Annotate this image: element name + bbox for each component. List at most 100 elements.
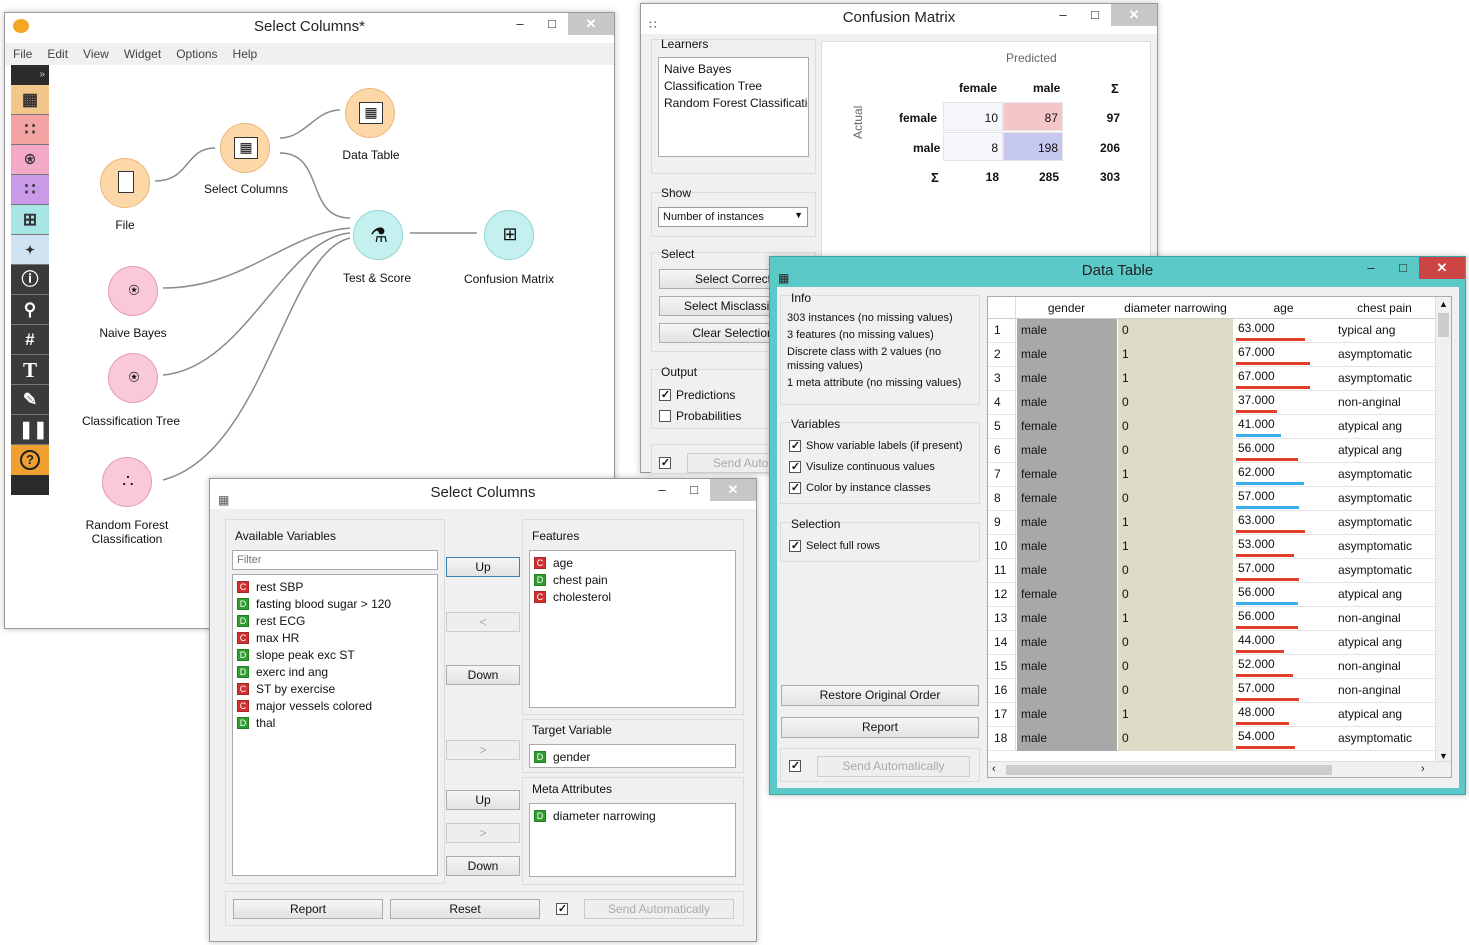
toolbar-model[interactable]: ⍟: [11, 145, 49, 175]
toolbar-expand-icon[interactable]: »: [39, 69, 45, 80]
maximize-icon[interactable]: □: [1091, 7, 1099, 22]
toolbar-unsupervised[interactable]: ⊞: [11, 205, 49, 235]
meta-up-button[interactable]: Up: [446, 790, 520, 810]
menu-help[interactable]: Help: [232, 47, 258, 61]
meta-down-button[interactable]: Down: [446, 856, 520, 876]
minimize-icon[interactable]: –: [658, 482, 666, 497]
scroll-left-icon[interactable]: ‹: [992, 763, 996, 775]
minimize-icon[interactable]: –: [1059, 7, 1067, 22]
maximize-icon[interactable]: □: [1399, 260, 1407, 275]
auto-send-checkbox[interactable]: [556, 903, 568, 915]
auto-send-checkbox[interactable]: [789, 760, 801, 772]
menu-file[interactable]: File: [13, 47, 33, 61]
toolbar-hash[interactable]: #: [11, 325, 49, 355]
data-table-node[interactable]: ▦: [345, 88, 395, 138]
random-forest-node[interactable]: ∴: [102, 457, 152, 507]
features-down-button[interactable]: Down: [446, 665, 520, 685]
close-icon[interactable]: ✕: [710, 479, 756, 501]
learner-item[interactable]: Classification Tree: [664, 79, 763, 93]
column-header-gender[interactable]: gender: [1047, 301, 1086, 315]
report-button[interactable]: Report: [781, 717, 979, 738]
toolbar-visualize[interactable]: ∷: [11, 115, 49, 145]
show-labels-checkbox[interactable]: Show variable labels (if present): [789, 437, 963, 454]
file-node[interactable]: [100, 158, 150, 208]
cell-female-female[interactable]: 10: [943, 102, 1003, 131]
auto-send-checkbox[interactable]: [659, 457, 671, 469]
scroll-thumb[interactable]: [1438, 313, 1449, 337]
column-header-chest-pain[interactable]: chest pain: [1357, 301, 1412, 315]
classification-tree-node[interactable]: ⍟: [108, 353, 158, 403]
scroll-h-thumb[interactable]: [1006, 765, 1332, 775]
toolbar-text[interactable]: T: [11, 355, 49, 385]
send-automatically-button[interactable]: Send Automatically: [817, 756, 970, 777]
move-left-button[interactable]: <: [446, 612, 520, 632]
scroll-right-icon[interactable]: ›: [1421, 763, 1425, 775]
cell-female-male[interactable]: 87: [1003, 102, 1063, 131]
learners-list[interactable]: Naive Bayes Classification Tree Random F…: [658, 57, 809, 157]
confusion-matrix-node[interactable]: ⊞: [484, 210, 534, 260]
test-score-node[interactable]: ⚗: [353, 210, 403, 260]
toolbar-help[interactable]: ?: [11, 445, 49, 475]
color-checkbox[interactable]: Color by instance classes: [789, 479, 931, 496]
toolbar-search[interactable]: ⚲: [11, 295, 49, 325]
filter-input[interactable]: [232, 550, 438, 570]
column-header-age[interactable]: age: [1273, 301, 1294, 315]
maximize-icon[interactable]: □: [690, 482, 698, 497]
toolbar-evaluate[interactable]: ∷: [11, 175, 49, 205]
reset-button[interactable]: Reset: [390, 899, 540, 919]
cell-male-male[interactable]: 198: [1003, 132, 1063, 161]
naive-bayes-node[interactable]: ⍟: [108, 266, 158, 316]
vertical-scrollbar[interactable]: ▲ ▼: [1435, 297, 1451, 763]
learner-item[interactable]: Naive Bayes: [664, 62, 732, 76]
horizontal-scrollbar[interactable]: ‹ ›: [988, 761, 1451, 777]
send-automatically-button[interactable]: Send Automatically: [584, 899, 734, 919]
close-icon[interactable]: ✕: [1111, 4, 1157, 26]
predictions-checkbox[interactable]: Predictions: [659, 386, 735, 403]
select-columns-node[interactable]: ▦: [220, 123, 270, 173]
visualize-checkbox[interactable]: Visulize continuous values: [789, 458, 935, 475]
full-rows-checkbox[interactable]: Select full rows: [789, 537, 880, 554]
maximize-icon[interactable]: □: [548, 16, 556, 31]
target-move-button[interactable]: >: [446, 740, 520, 760]
meta-move-button[interactable]: >: [446, 823, 520, 843]
column-header-diameter[interactable]: diameter narrowing: [1124, 301, 1227, 315]
learner-item[interactable]: Random Forest Classificatic: [664, 96, 809, 110]
minimize-icon[interactable]: –: [516, 16, 524, 31]
menu-edit[interactable]: Edit: [47, 47, 69, 61]
menu-widget[interactable]: Widget: [123, 47, 162, 61]
scroll-up-icon[interactable]: ▲: [1439, 299, 1448, 309]
minimize-icon[interactable]: –: [1367, 260, 1375, 275]
data-grid[interactable]: gender diameter narrowing age chest pain…: [987, 296, 1452, 778]
